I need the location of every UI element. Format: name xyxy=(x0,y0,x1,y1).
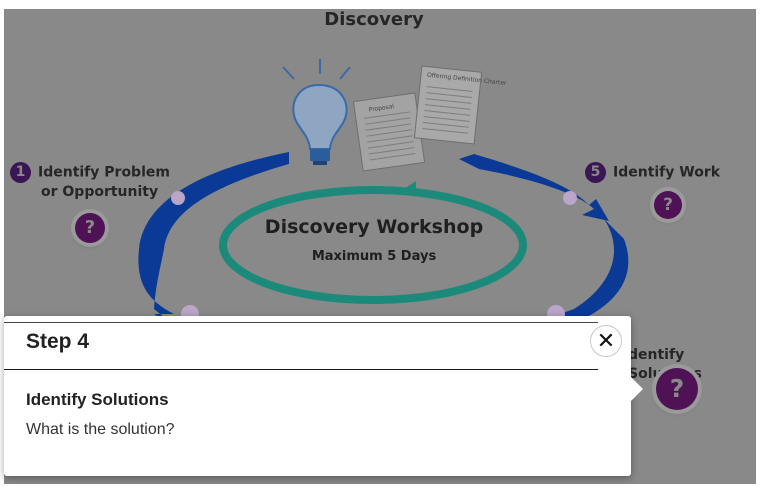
step-number-badge: 5 xyxy=(585,162,606,183)
step-number-badge: 1 xyxy=(10,162,31,183)
charter-document-icon: Offering Definition Charter xyxy=(413,65,507,145)
workshop-title: Discovery Workshop xyxy=(264,216,484,238)
popup-header xyxy=(4,322,598,370)
step-dot-5 xyxy=(563,191,577,205)
workshop-ring-arrow xyxy=(404,181,416,197)
step-1-label-line1: Identify Problem xyxy=(38,164,170,181)
diagram-title: Discovery xyxy=(324,9,424,30)
step-popup: Step 4 ✕ Identify Solutions What is the … xyxy=(4,316,643,476)
popup-body-text: What is the solution? xyxy=(26,421,175,438)
step-1-label-line2: or Opportunity xyxy=(41,184,159,200)
close-icon: ✕ xyxy=(596,328,616,353)
popup-pointer xyxy=(631,377,643,401)
step-1-help-button[interactable]: ? xyxy=(75,213,105,243)
step-4-help-button[interactable]: ? xyxy=(656,368,698,410)
question-mark-icon: ? xyxy=(663,195,673,215)
light-bulb-icon xyxy=(282,59,351,165)
question-mark-icon: ? xyxy=(84,217,96,238)
step-5-help-button[interactable]: ? xyxy=(654,191,682,219)
popup-close-button[interactable]: ✕ xyxy=(590,325,622,357)
step-5-label-text: Identify Work xyxy=(613,164,721,181)
popup-step-title: Step 4 xyxy=(26,330,90,353)
cycle-arrow-lower-right xyxy=(560,219,629,327)
popup-heading: Identify Solutions xyxy=(26,390,169,409)
step-5-label: 5 Identify Work xyxy=(585,162,720,183)
svg-text:Proposal: Proposal xyxy=(368,103,395,114)
step-1-label: 1 Identify Problem or Opportunity xyxy=(10,162,170,202)
question-mark-icon: ? xyxy=(669,374,685,403)
workshop-subtitle: Maximum 5 Days xyxy=(311,249,437,264)
step-dot-1 xyxy=(171,191,185,205)
cycle-arrow-right xyxy=(459,154,609,221)
workshop-ring xyxy=(219,186,527,304)
proposal-document-icon: Proposal xyxy=(352,92,426,172)
